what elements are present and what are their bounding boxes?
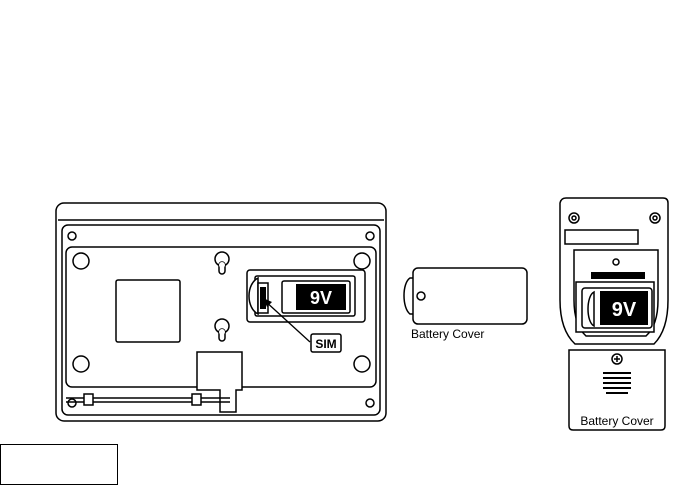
screw-icon: [612, 354, 622, 364]
battery-9v-main-label: 9V: [310, 288, 332, 308]
main-device-back: 9V SIM: [56, 203, 386, 421]
battery-9v-small-label: 9V: [612, 299, 637, 321]
rubber-foot: [354, 253, 370, 269]
sim-callout-label: SIM: [315, 337, 336, 351]
screw-icon: [366, 232, 374, 240]
caption-box: [0, 444, 118, 485]
rubber-foot: [73, 253, 89, 269]
screw-icon: [68, 399, 76, 407]
screw-icon: [68, 232, 76, 240]
battery-cover-main-label: Battery Cover: [411, 327, 484, 341]
rubber-foot: [354, 356, 370, 372]
battery-clip: [591, 272, 645, 279]
battery-cover-small-label: Battery Cover: [580, 414, 653, 428]
small-device-label: [565, 230, 638, 244]
rail-clip: [192, 394, 201, 405]
battery-cover-panel: [413, 268, 527, 324]
battery-cover-main: Battery Cover: [404, 268, 527, 341]
screw-center: [653, 216, 657, 220]
screw-icon: [366, 399, 374, 407]
small-device: 9V: [560, 198, 668, 344]
label-plate: [116, 280, 180, 342]
rubber-foot: [73, 356, 89, 372]
battery-cover-small: Battery Cover: [569, 350, 665, 430]
rail-clip: [84, 394, 93, 405]
small-device-led: [613, 259, 619, 265]
screw-icon: [417, 292, 425, 300]
screw-center: [572, 216, 576, 220]
